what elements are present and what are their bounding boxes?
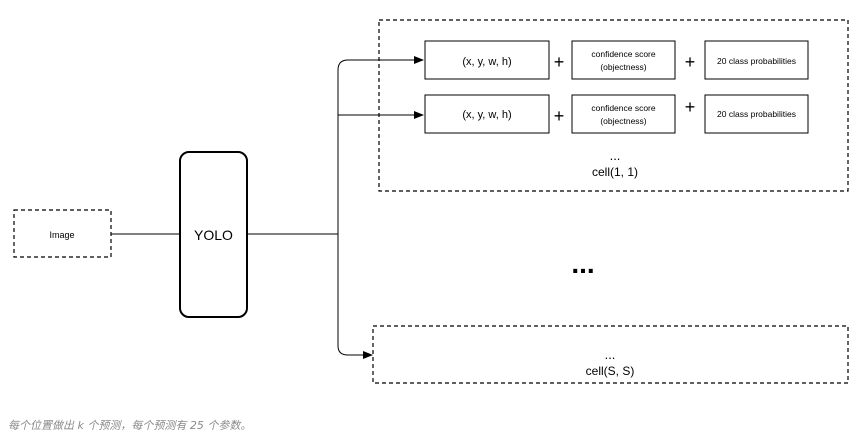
figure-caption: 每个位置做出 k 个预测，每个预测有 25 个参数。 (8, 419, 252, 432)
prediction-row: (x, y, w, h) + confidence score (objectn… (424, 40, 809, 80)
class-probabilities-label: 20 class probabilities (717, 109, 796, 119)
more-predictions-ellipsis: ... (610, 148, 621, 163)
cell-s-s-label: cell(S, S) (586, 364, 635, 378)
plus-sign: + (554, 106, 565, 126)
image-label: Image (49, 230, 74, 240)
image-node: Image (13, 209, 112, 258)
prediction-row: (x, y, w, h) + confidence score (objectn… (424, 94, 809, 134)
cell-1-1-box (378, 19, 849, 192)
plus-sign: + (554, 52, 565, 72)
confidence-label: confidence score (591, 49, 656, 59)
arrow-to-cell-ss (337, 345, 373, 359)
box-coords-label: (x, y, w, h) (462, 56, 511, 68)
branch-trunk (337, 59, 349, 234)
class-probabilities-label: 20 class probabilities (717, 56, 796, 66)
plus-sign: + (685, 52, 696, 72)
yolo-diagram: Image YOLO (x, y, w, h) + confidence sco… (13, 19, 849, 384)
more-cells-ellipsis: ... (571, 248, 594, 279)
yolo-node: YOLO (179, 151, 248, 318)
objectness-label: (objectness) (600, 116, 646, 126)
cell-s-s-ellipsis: ... (605, 347, 616, 362)
objectness-label: (objectness) (600, 62, 646, 72)
box-coords-label: (x, y, w, h) (462, 109, 511, 121)
cell-1-1-label: cell(1, 1) (592, 165, 638, 179)
yolo-label: YOLO (194, 227, 233, 243)
confidence-label: confidence score (591, 103, 656, 113)
plus-sign: + (685, 97, 696, 117)
